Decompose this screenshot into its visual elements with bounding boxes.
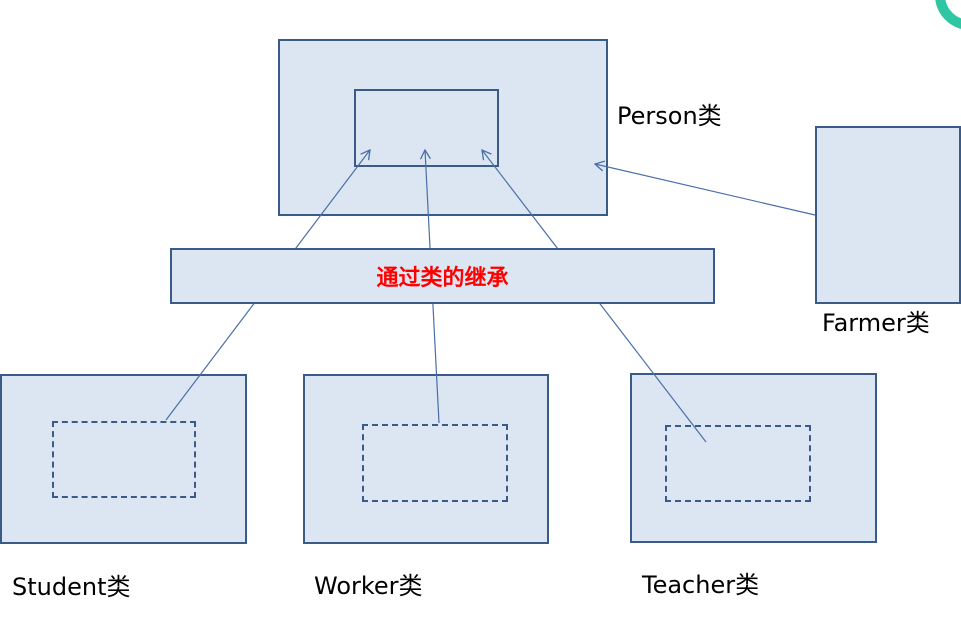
worker-inherited-members-box [362,424,508,502]
teacher-class-box [630,373,877,543]
corner-accent-shape [935,0,961,30]
farmer-class-label: Farmer类 [822,309,930,337]
person-class-box [278,39,608,216]
student-inherited-members-box [52,421,196,498]
farmer-class-box [815,126,961,304]
student-class-label: Student类 [12,573,131,601]
inheritance-banner-overlay-text: 通过类的继承 [376,266,509,291]
farmer-inheritance-arrow [593,160,816,216]
teacher-class-label: Teacher类 [642,571,760,599]
inheritance-banner-overlay: 通过类的继承 [170,248,715,304]
person-shared-members-box [354,89,499,167]
worker-class-label: Worker类 [314,572,423,600]
worker-class-box [303,374,549,544]
student-class-box [0,374,247,544]
teacher-inherited-members-box [665,425,811,502]
person-class-label: Person类 [617,102,722,130]
